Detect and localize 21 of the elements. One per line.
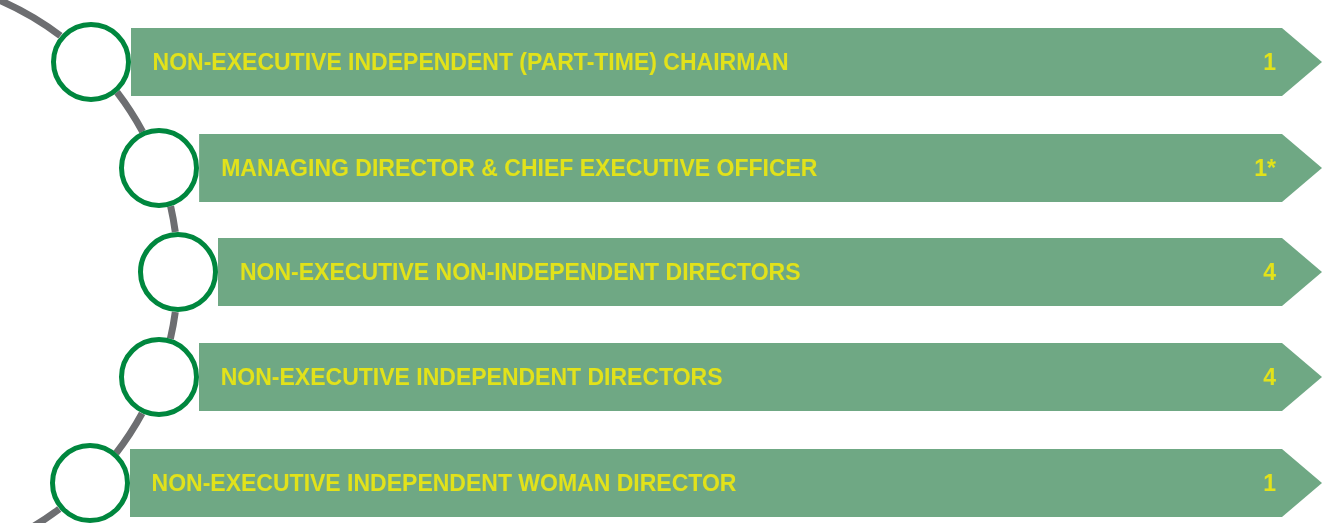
- timeline-arc: [166, 311, 179, 340]
- arrow-band: [198, 343, 1322, 411]
- role-label: MANAGING DIRECTOR & CHIEF EXECUTIVE OFFICER: [221, 154, 818, 182]
- role-label: NON-EXECUTIVE INDEPENDENT (PART-TIME) CHAIRMAN: [152, 48, 789, 76]
- count-label: 1: [1263, 48, 1276, 76]
- arrow-band: [218, 238, 1322, 306]
- count-label: 1*: [1254, 154, 1276, 182]
- role-label: NON-EXECUTIVE INDEPENDENT WOMAN DIRECTOR: [151, 469, 737, 497]
- role-label: NON-EXECUTIVE NON-INDEPENDENT DIRECTORS: [240, 258, 801, 286]
- timeline-arc: [114, 89, 146, 134]
- bullet-circle: [49, 443, 130, 523]
- arrow-band: [129, 449, 1322, 517]
- count-label: 4: [1263, 258, 1276, 286]
- bullet-circle: [50, 22, 131, 102]
- arrow-band: [130, 28, 1322, 96]
- role-label: NON-EXECUTIVE INDEPENDENT DIRECTORS: [220, 363, 723, 391]
- count-label: 1: [1263, 469, 1276, 497]
- timeline-arc: [167, 205, 179, 233]
- count-label: 4: [1263, 363, 1276, 391]
- arrow-band: [199, 134, 1322, 202]
- timeline-arc: [113, 411, 146, 456]
